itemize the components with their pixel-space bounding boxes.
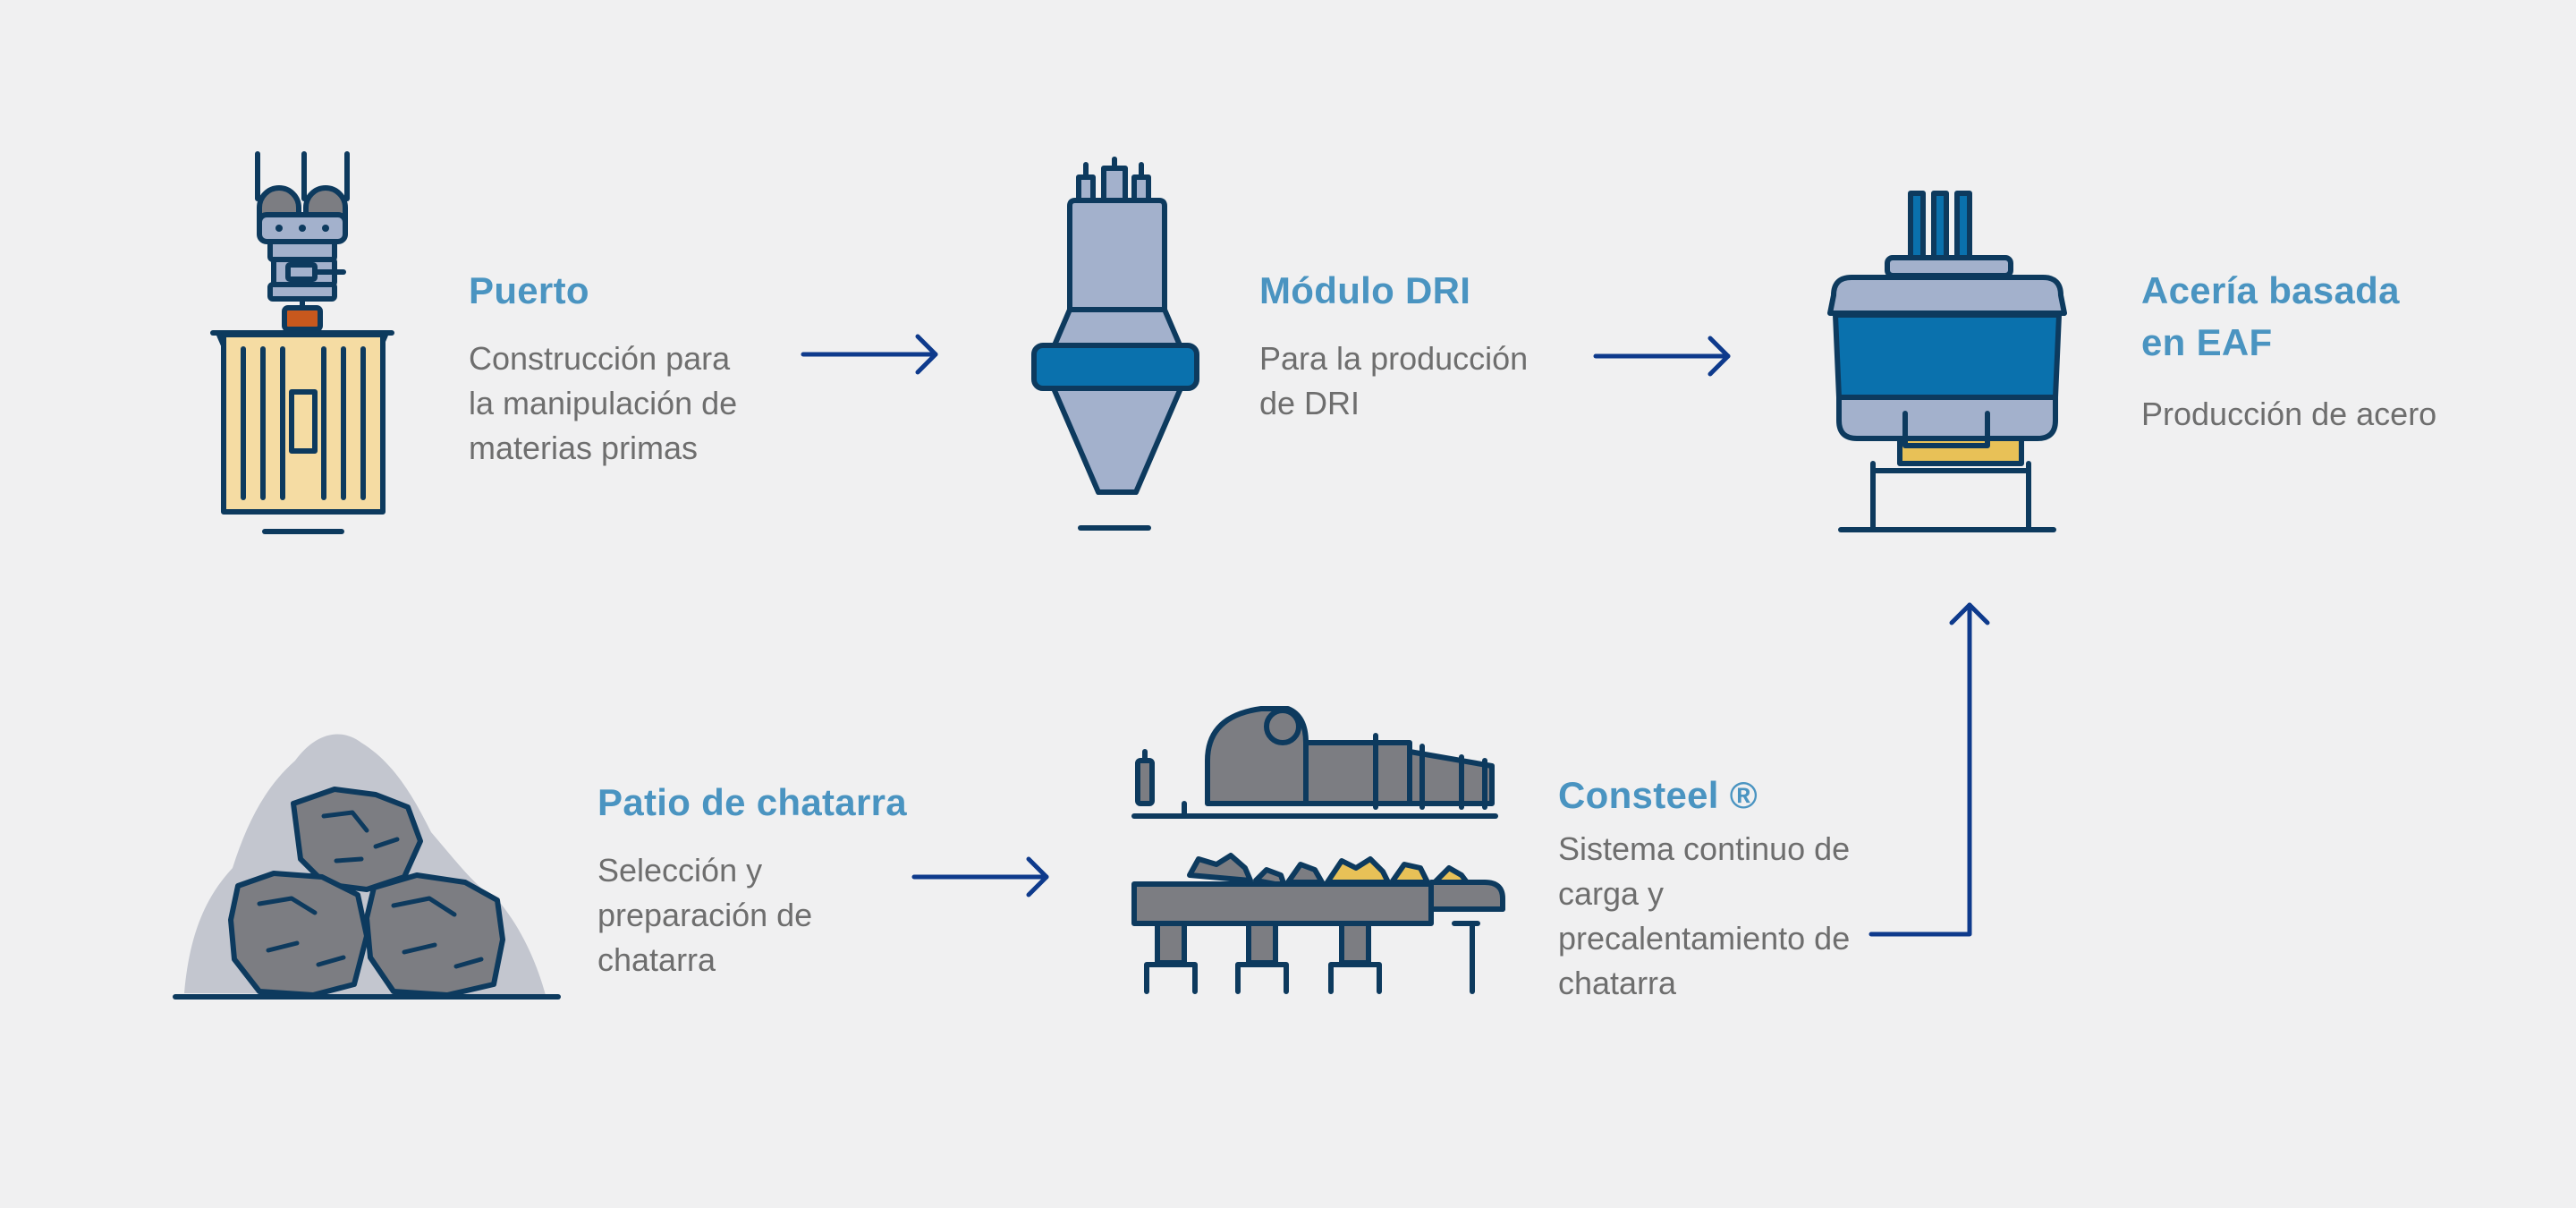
dri-module-icon — [1031, 157, 1199, 531]
node-description-patio: Selección y preparación de chatarra — [597, 852, 813, 978]
scrap-pile-icon — [173, 734, 561, 1000]
electric-arc-furnace-icon — [1827, 191, 2067, 532]
arrow-consteel-to-eaf — [1868, 602, 1990, 937]
arrow-dri-to-eaf — [1593, 336, 1731, 377]
arrow-patio-to-consteel — [911, 856, 1049, 897]
node-puerto: Puerto Construcción para la manipulación… — [469, 265, 737, 471]
node-title-puerto: Puerto — [469, 269, 589, 311]
node-description-puerto: Construcción para la manipulación de mat… — [469, 340, 738, 466]
node-title-consteel: Consteel ® — [1558, 774, 1758, 816]
node-title-dri: Módulo DRI — [1259, 269, 1471, 311]
node-patio: Patio de chatarra Selección y preparació… — [597, 777, 907, 983]
port-crane-container-icon — [210, 151, 394, 534]
consteel-conveyor-icon — [1131, 706, 1505, 994]
node-eaf: Acería basada en EAF Producción de acero — [2141, 265, 2436, 437]
node-title-eaf: Acería basada en EAF — [2141, 269, 2400, 363]
arrow-puerto-to-dri — [801, 334, 938, 375]
node-consteel: Consteel ® Sistema continuo de carga y p… — [1558, 770, 1850, 1006]
node-description-dri: Para la producción de DRI — [1259, 340, 1529, 421]
node-description-consteel: Sistema continuo de carga y precalentami… — [1558, 830, 1851, 1001]
node-description-eaf: Producción de acero — [2141, 396, 2437, 432]
node-title-patio: Patio de chatarra — [597, 781, 907, 823]
node-dri: Módulo DRI Para la producción de DRI — [1259, 265, 1528, 426]
